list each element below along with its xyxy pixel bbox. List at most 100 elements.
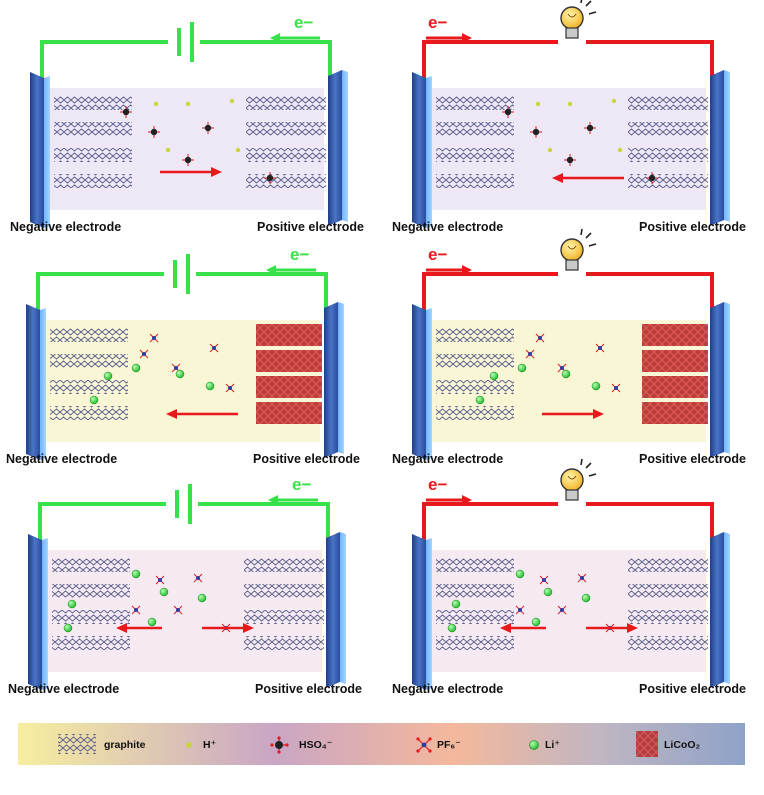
positive-electrode (328, 70, 348, 226)
pf6-ion (525, 349, 535, 359)
pf6-ion (535, 333, 545, 343)
licoo2-layer (642, 324, 708, 346)
graphite-layer (628, 636, 708, 650)
negative-electrode-label: Negative electrode (392, 452, 503, 466)
graphite-layer (436, 354, 514, 368)
graphite-layer (436, 328, 514, 342)
positive-electrode-label: Positive electrode (639, 682, 746, 696)
graphite-layer (52, 610, 130, 624)
graphite-layer (244, 610, 324, 624)
electron-label: e− (428, 13, 447, 32)
graphite-layer (436, 558, 514, 572)
legend-pf6-label: PF₆⁻ (437, 739, 461, 751)
legend-h-label: H⁺ (203, 739, 216, 751)
graphite-layer (436, 174, 514, 188)
li-ion (591, 381, 601, 391)
electron-label: e− (428, 475, 447, 494)
li-ion (205, 381, 215, 391)
legend-li-ion-swatch (529, 740, 539, 750)
hso4-ion (502, 106, 514, 118)
h-ion (535, 101, 541, 107)
graphite-layer (628, 584, 708, 598)
pf6-ion (595, 343, 605, 353)
li-ion (175, 369, 185, 379)
legend-bar (18, 723, 745, 765)
negative-electrode-label: Negative electrode (392, 220, 503, 234)
negative-electrode (30, 72, 50, 228)
positive-electrode (710, 302, 730, 458)
pf6-ion (225, 383, 235, 393)
negative-electrode-label: Negative electrode (10, 220, 121, 234)
hso4-ion (584, 122, 596, 134)
legend-graphite-label: graphite (104, 739, 146, 751)
graphite-layer (628, 558, 708, 572)
li-ion (63, 623, 73, 633)
graphite-layer (54, 96, 132, 110)
graphite-layer (246, 148, 326, 162)
graphite-layer (52, 558, 130, 572)
negative-electrode (28, 534, 48, 690)
graphite-layer (50, 406, 128, 420)
hso4-ion (120, 106, 132, 118)
light-bulb-icon (560, 0, 597, 39)
hso4-ion (564, 154, 576, 166)
h-ion (611, 98, 617, 104)
legend-h-ion-swatch (186, 742, 192, 748)
negative-electrode (412, 72, 432, 228)
li-ion (89, 395, 99, 405)
graphite-layer (54, 174, 132, 188)
h-ion (165, 147, 171, 153)
graphite-layer (436, 380, 514, 394)
cell-panel-3: e− Negative electrode Positive electrode (6, 245, 360, 466)
hso4-ion (264, 172, 276, 184)
legend-hso4-swatch (270, 736, 289, 754)
positive-electrode-label: Positive electrode (253, 452, 360, 466)
li-ion (447, 623, 457, 633)
pf6-ion (539, 575, 549, 585)
pf6-ion (611, 383, 621, 393)
li-ion (159, 587, 169, 597)
graphite-layer (244, 584, 324, 598)
h-ion (617, 147, 623, 153)
pf6-ion (139, 349, 149, 359)
li-ion (515, 569, 525, 579)
pf6-ion (557, 605, 567, 615)
positive-electrode-label: Positive electrode (255, 682, 362, 696)
licoo2-layer (642, 402, 708, 424)
graphite-layer (52, 584, 130, 598)
h-ion (229, 98, 235, 104)
positive-electrode (326, 532, 346, 688)
pf6-ion (577, 573, 587, 583)
graphite-layer (436, 610, 514, 624)
negative-electrode-label: Negative electrode (6, 452, 117, 466)
pf6-ion (515, 605, 525, 615)
legend-licoo2-label: LiCoO₂ (664, 739, 700, 751)
graphite-layer (436, 636, 514, 650)
graphite-layer (628, 610, 708, 624)
li-ion (131, 363, 141, 373)
graphite-layer (628, 122, 708, 136)
licoo2-layer (256, 402, 322, 424)
hso4-ion (646, 172, 658, 184)
graphite-layer (436, 148, 514, 162)
graphite-layer (52, 636, 130, 650)
electron-label: e− (290, 245, 309, 264)
negative-electrode (412, 304, 432, 460)
legend-licoo2-swatch (636, 731, 658, 757)
positive-electrode-label: Positive electrode (639, 220, 746, 234)
electron-label: e− (294, 13, 313, 32)
licoo2-layer (256, 324, 322, 346)
electron-label: e− (292, 475, 311, 494)
pf6-ion (149, 333, 159, 343)
li-ion (581, 593, 591, 603)
graphite-layer (436, 122, 514, 136)
hso4-ion (182, 154, 194, 166)
graphite-layer (50, 328, 128, 342)
legend-hso4-label: HSO₄⁻ (299, 739, 332, 751)
graphite-layer (436, 406, 514, 420)
hso4-ion (148, 126, 160, 138)
negative-electrode (412, 534, 432, 690)
cell-panel-2: e− Negative electrode Positive electrode (392, 0, 746, 234)
